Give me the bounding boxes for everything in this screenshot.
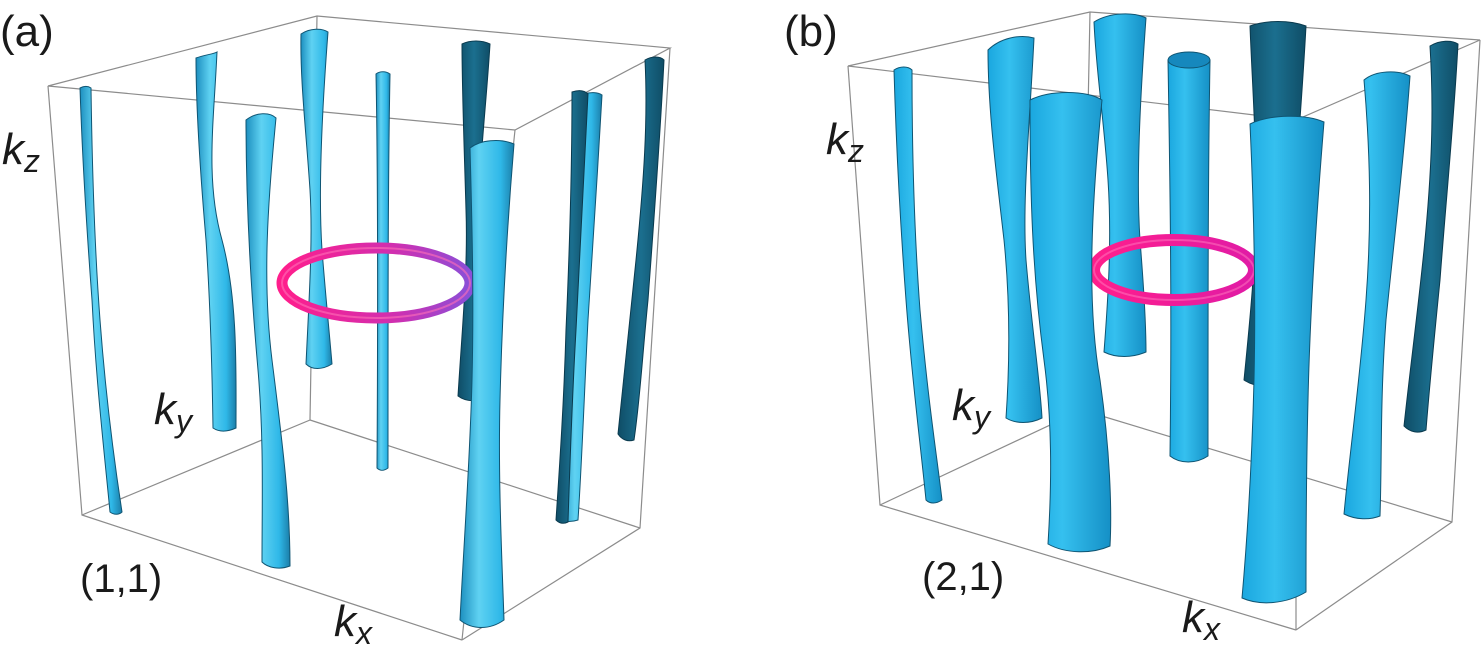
- panel-a: (a) kz ky (1,1) kx: [0, 7, 673, 651]
- fermi-surface-tube: [1167, 52, 1211, 463]
- fermi-surface-tube: [459, 140, 515, 628]
- ky-label: ky: [154, 385, 194, 439]
- fermi-surface-tube: [987, 36, 1043, 423]
- fermi-surface-tube: [245, 113, 291, 569]
- fermi-surface-tube: [1343, 71, 1411, 520]
- index-label: (2,1): [922, 555, 1004, 599]
- ky-label: ky: [952, 381, 992, 435]
- index-label: (1,1): [80, 557, 162, 601]
- panel-letter: (a): [0, 7, 54, 56]
- kz-label: kz: [2, 125, 40, 179]
- kx-label: kx: [334, 597, 373, 651]
- fermi-surface-tube: [1241, 115, 1325, 604]
- panel-letter: (b): [784, 7, 838, 56]
- fermi-surface-tube: [1029, 92, 1112, 553]
- fermi-surface-tube: [893, 66, 943, 504]
- fermi-surface-tube: [79, 86, 123, 515]
- fermi-surface-tube: [300, 28, 333, 369]
- fermi-surface-tube: [195, 51, 237, 432]
- kz-label: kz: [826, 115, 864, 169]
- panel-b: (b) kz ky (2,1) kx: [784, 7, 1481, 647]
- fermi-surface-tube: [555, 90, 589, 524]
- nodal-ring: [276, 242, 476, 324]
- fermi-surface-tube: [617, 56, 665, 442]
- kx-label: kx: [1182, 593, 1221, 647]
- fermi-surface-tube: [1093, 13, 1147, 357]
- fermi-surface-tube: [375, 71, 391, 471]
- tube-top-cap: [1167, 51, 1211, 69]
- fermi-surface-tube: [1403, 40, 1459, 433]
